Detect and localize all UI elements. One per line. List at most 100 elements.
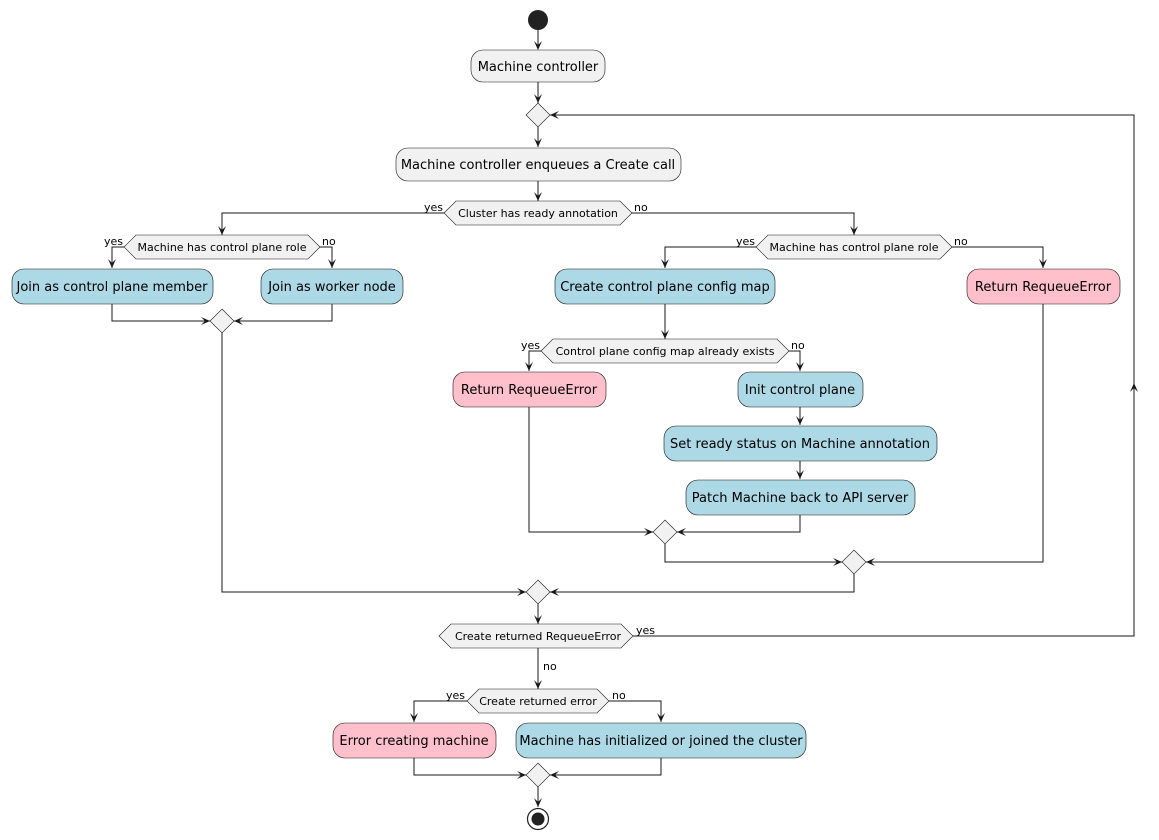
label-create-requeue-no: no (543, 660, 557, 673)
arrow-down (661, 259, 669, 268)
arrow-down (534, 192, 542, 201)
label-exists-no: no (791, 339, 805, 352)
decision-create-requeue-text: Create returned RequeueError (455, 630, 622, 643)
activity-set-ready-status-text: Set ready status on Machine annotation (670, 437, 930, 452)
label-cluster-ready-no: no (634, 201, 648, 214)
left-merge-diamond (209, 308, 235, 334)
arrow-down (534, 41, 542, 50)
arrow-left (677, 528, 686, 536)
arrow-left (234, 317, 243, 325)
arrow-down (534, 94, 542, 103)
activity-join-worker: Join as worker node (260, 268, 404, 305)
edge-inner-merge-to-right-merge (664, 544, 842, 563)
edge-patch-to-inner-merge (677, 515, 801, 533)
arrow-down (796, 416, 804, 425)
activity-return-requeue-left: Return RequeueError (452, 371, 607, 408)
edge-cluster-ready-yes (221, 212, 444, 235)
arrow-up (1130, 383, 1138, 392)
activity-error-creating: Error creating machine (332, 722, 497, 759)
edge-create-error-yes (413, 700, 467, 722)
edge-join-cp-to-merge (111, 304, 210, 322)
arrow-down (525, 362, 533, 371)
arrow-down (534, 615, 542, 624)
label-create-error-no: no (612, 689, 626, 702)
arrow-down (534, 138, 542, 147)
activity-init-control-plane: Init control plane (737, 371, 864, 408)
edge-right-role-yes (664, 246, 756, 268)
activity-create-config-map: Create control plane config map (554, 268, 776, 305)
arrow-right (517, 588, 526, 596)
edge-cluster-ready-no (632, 212, 855, 235)
activity-join-control-plane-text: Join as control plane member (16, 280, 209, 295)
activity-machine-controller-text: Machine controller (478, 60, 599, 75)
edge-create-error-no (609, 700, 662, 722)
decision-cp-role-right-text: Machine has control plane role (770, 241, 939, 254)
label-right-role-no: no (954, 235, 968, 248)
arrow-down (796, 470, 804, 479)
decision-config-map-exists: Control plane config map already exists (540, 338, 790, 364)
activity-machine-initialized-text: Machine has initialized or joined the cl… (519, 734, 803, 749)
decision-cp-role-right: Machine has control plane role (755, 234, 953, 260)
label-left-role-no: no (322, 235, 336, 248)
start-node (528, 10, 548, 30)
activity-machine-controller: Machine controller (470, 49, 606, 83)
arrow-down (534, 680, 542, 689)
edge-right-requeue-to-right-merge (866, 304, 1044, 563)
edges (111, 30, 1135, 807)
arrow-left (550, 771, 559, 779)
arrow-down (218, 226, 226, 235)
activity-patch-machine: Patch Machine back to API server (685, 479, 916, 516)
edge-error-creating-to-merge (413, 758, 526, 776)
edge-exists-no (789, 350, 801, 371)
activity-set-ready-status: Set ready status on Machine annotation (663, 425, 938, 462)
edge-initialized-to-merge (550, 758, 662, 776)
edge-left-role-yes (111, 246, 124, 268)
edge-left-requeue-to-inner-merge (528, 407, 653, 533)
arrow-down (657, 713, 665, 722)
inner-merge-diamond (652, 519, 678, 545)
final-merge-diamond (525, 579, 551, 605)
arrow-down (661, 330, 669, 339)
arrowheads (108, 41, 1138, 807)
end-node (526, 807, 550, 831)
activity-patch-machine-text: Patch Machine back to API server (692, 491, 909, 506)
arrow-right (201, 317, 210, 325)
activity-machine-initialized: Machine has initialized or joined the cl… (515, 722, 807, 759)
activity-return-requeue-right-text: Return RequeueError (975, 280, 1112, 295)
activity-error-creating-text: Error creating machine (339, 734, 488, 749)
edge-create-requeue-yes-loop-back (550, 114, 1135, 637)
decision-cluster-ready-text: Cluster has ready annotation (458, 207, 618, 220)
branch-labels: yes no yes no yes no yes no yes no yes n… (104, 201, 968, 702)
edge-join-worker-to-merge (234, 304, 333, 322)
activity-enqueue-create: Machine controller enqueues a Create cal… (395, 147, 682, 182)
activity-enqueue-create-text: Machine controller enqueues a Create cal… (401, 158, 675, 173)
label-create-error-yes: yes (446, 689, 465, 702)
arrow-down (1039, 259, 1047, 268)
label-exists-yes: yes (521, 339, 540, 352)
activity-join-worker-text: Join as worker node (267, 280, 396, 295)
activity-return-requeue-left-text: Return RequeueError (461, 383, 598, 398)
edge-right-merge-to-final-merge (550, 574, 855, 593)
decision-create-error: Create returned error (466, 688, 610, 714)
arrow-down (108, 259, 116, 268)
arrow-down (534, 798, 542, 807)
arrow-down (410, 713, 418, 722)
activity-join-control-plane: Join as control plane member (11, 268, 214, 305)
arrow-down (850, 226, 858, 235)
decision-create-requeue: Create returned RequeueError (438, 623, 634, 649)
arrow-left (550, 588, 559, 596)
arrow-right (833, 558, 842, 566)
arrow-left (866, 558, 875, 566)
edge-left-merge-to-final-merge (221, 333, 526, 593)
arrow-left (550, 111, 559, 119)
bottom-merge-diamond (525, 762, 551, 788)
activity-init-control-plane-text: Init control plane (745, 383, 855, 398)
edge-right-role-no (952, 246, 1044, 268)
decision-create-error-text: Create returned error (479, 695, 597, 708)
label-left-role-yes: yes (104, 235, 123, 248)
activity-return-requeue-right: Return RequeueError (966, 268, 1121, 305)
decision-cp-role-left: Machine has control plane role (123, 234, 321, 260)
edge-left-role-no (320, 246, 333, 268)
arrow-down (796, 362, 804, 371)
